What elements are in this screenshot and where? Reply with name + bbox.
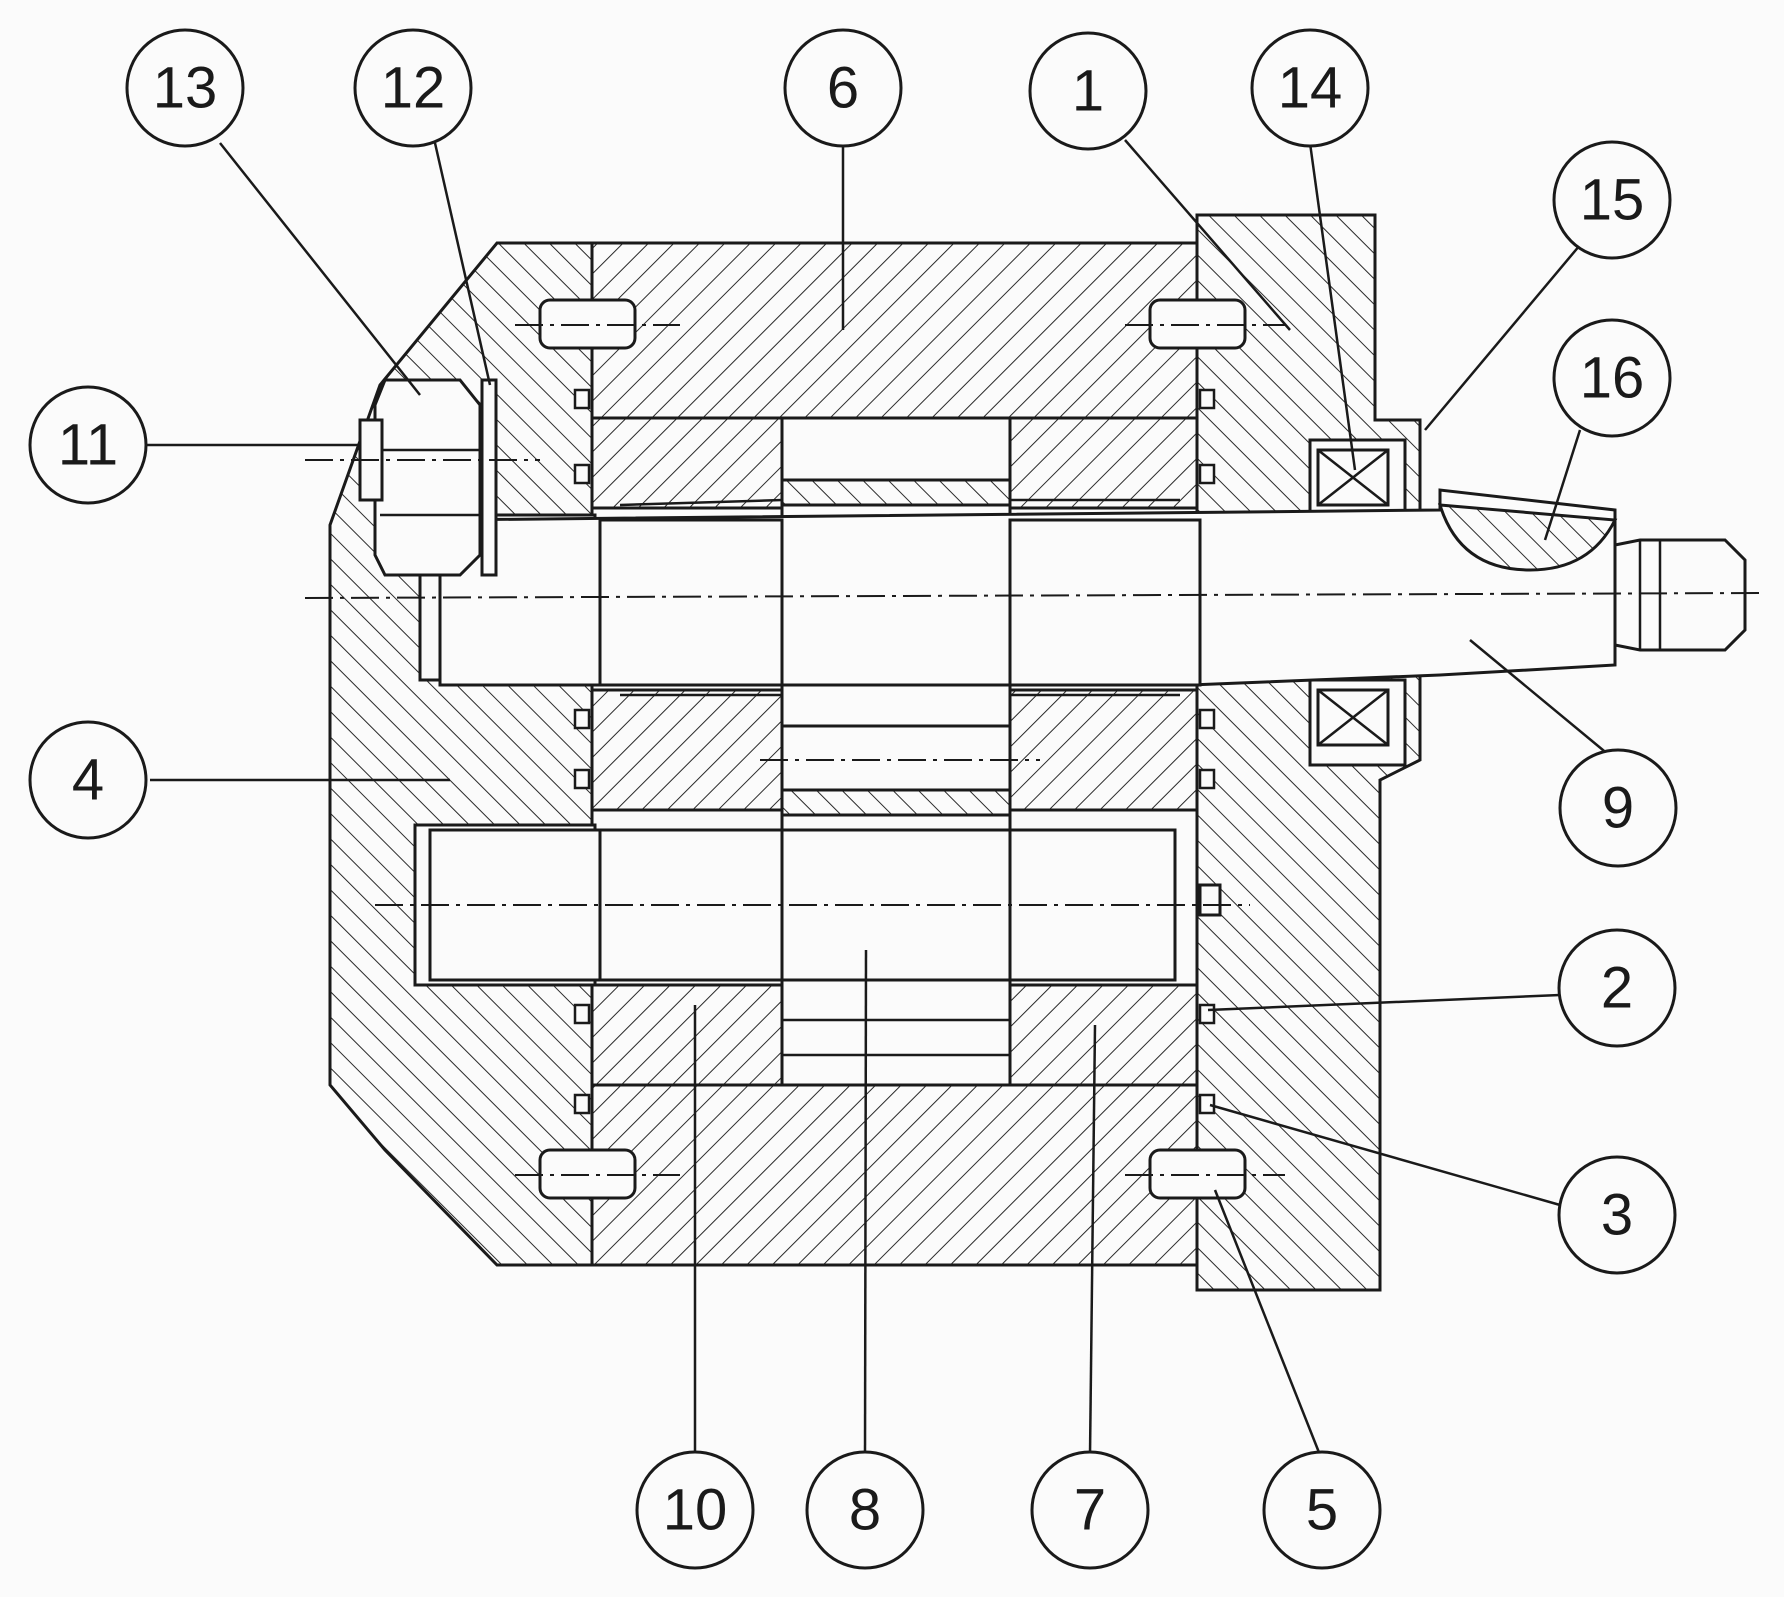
shaft-seal <box>1316 448 1390 747</box>
callout-4: 4 <box>28 720 148 840</box>
svg-text:10: 10 <box>663 1478 728 1543</box>
leader-lines <box>140 139 1616 1456</box>
callout-3: 3 <box>1557 1155 1677 1275</box>
svg-text:14: 14 <box>1278 56 1343 121</box>
center-lines <box>304 324 1761 1176</box>
callout-9: 9 <box>1558 748 1678 868</box>
svg-text:1: 1 <box>1072 59 1104 124</box>
svg-text:8: 8 <box>849 1478 881 1543</box>
callout-16: 16 <box>1552 318 1672 438</box>
svg-text:15: 15 <box>1580 168 1645 233</box>
svg-text:4: 4 <box>72 748 104 813</box>
callout-13: 13 <box>125 28 245 148</box>
front-flange <box>1195 213 1422 1292</box>
callout-2: 2 <box>1557 928 1677 1048</box>
svg-text:5: 5 <box>1306 1478 1338 1543</box>
svg-text:12: 12 <box>381 56 446 121</box>
svg-text:16: 16 <box>1580 346 1645 411</box>
svg-text:13: 13 <box>153 56 218 121</box>
o-ring-seals <box>573 388 1216 1115</box>
svg-text:11: 11 <box>58 413 118 478</box>
callout-6: 6 <box>783 28 903 148</box>
callout-15: 15 <box>1552 140 1672 260</box>
pump-body <box>590 241 1199 1267</box>
callout-10: 10 <box>635 1450 755 1570</box>
svg-text:6: 6 <box>827 56 859 121</box>
svg-text:2: 2 <box>1601 956 1633 1021</box>
callout-12: 12 <box>353 28 473 148</box>
svg-text:7: 7 <box>1074 1478 1106 1543</box>
callout-14: 14 <box>1250 28 1370 148</box>
callout-11: 11 <box>28 385 148 505</box>
bearing-bushings <box>590 416 1199 1087</box>
callout-5: 5 <box>1262 1450 1382 1570</box>
drive-shaft <box>438 488 1747 697</box>
callout-8: 8 <box>805 1450 925 1570</box>
callout-7: 7 <box>1030 1450 1150 1570</box>
svg-text:3: 3 <box>1601 1183 1633 1248</box>
callout-1: 1 <box>1028 31 1148 151</box>
svg-text:9: 9 <box>1602 776 1634 841</box>
cover-nut <box>358 378 498 577</box>
